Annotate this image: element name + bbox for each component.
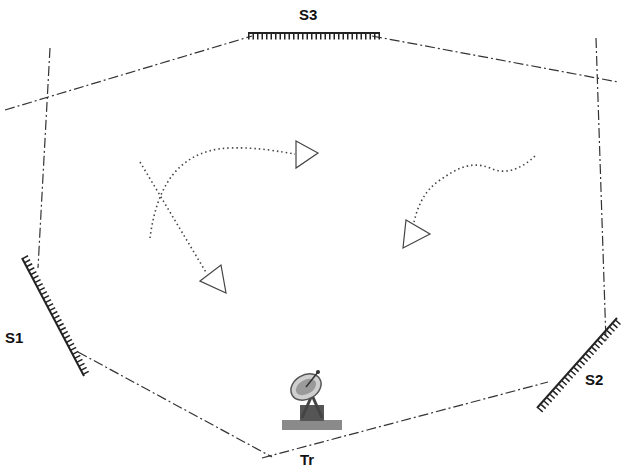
trajectories bbox=[140, 148, 535, 274]
radar-dish bbox=[282, 369, 342, 430]
surface-label: S2 bbox=[585, 372, 603, 387]
surface-label: Tr bbox=[300, 452, 314, 467]
surface-label: S1 bbox=[5, 330, 23, 345]
boundary-lines bbox=[5, 36, 618, 458]
reflector-surfaces bbox=[22, 33, 620, 411]
surface-label: S3 bbox=[299, 7, 317, 22]
target-markers bbox=[200, 141, 430, 293]
